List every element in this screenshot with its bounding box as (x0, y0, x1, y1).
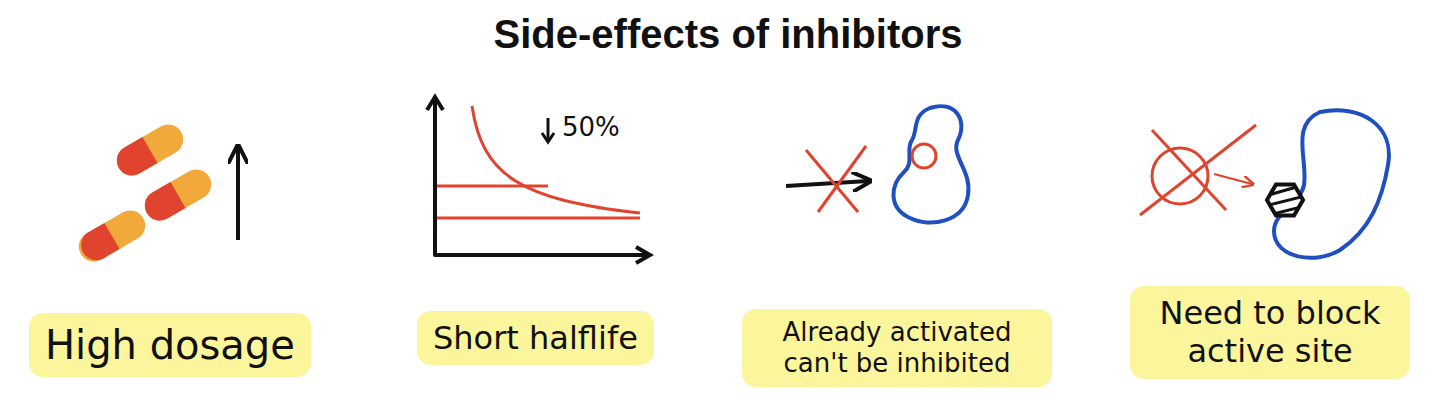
label-text: Short halflife (433, 319, 638, 357)
highlight-label: Short halflife (417, 311, 654, 365)
label-text: High dosage (45, 321, 295, 369)
label-text: Already activated can't be inhibited (758, 317, 1036, 379)
title: Side-effects of inhibitors (0, 12, 1456, 57)
pills-icon (73, 119, 216, 267)
highlight-label: Need to block active site (1130, 286, 1410, 379)
percent-label: 50% (562, 112, 620, 142)
blocked-activation (786, 106, 968, 222)
label-text: Need to block active site (1146, 294, 1394, 371)
up-arrow (236, 148, 240, 240)
highlight-label: High dosage (29, 313, 311, 377)
highlight-label: Already activated can't be inhibited (742, 309, 1052, 387)
halflife-graph (427, 97, 650, 263)
active-site-block (1140, 110, 1389, 257)
